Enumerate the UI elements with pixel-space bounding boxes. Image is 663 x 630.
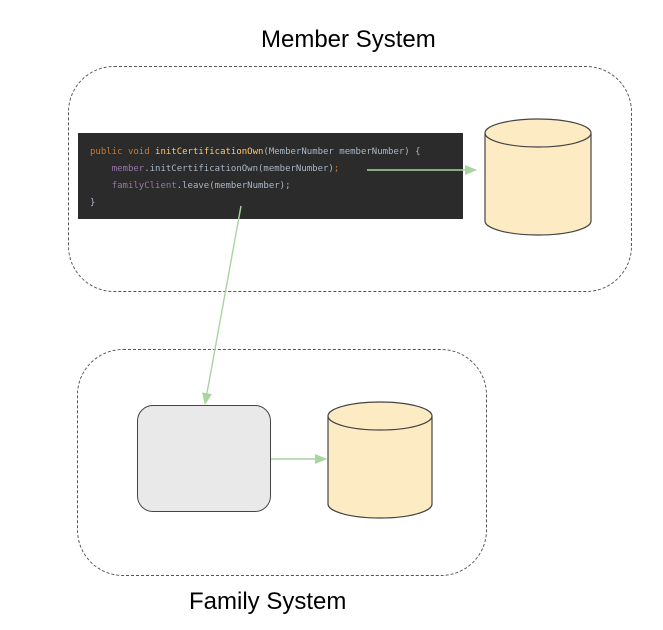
keyword-public: public xyxy=(90,147,123,157)
code-line-family-call: familyClient.leave(memberNumber); xyxy=(90,178,463,195)
family-system-title: Family System xyxy=(189,588,347,615)
keyword-void: void xyxy=(127,147,150,157)
member-database-icon xyxy=(484,118,592,236)
code-line-signature: public void initCertificationOwn(MemberN… xyxy=(90,144,463,161)
code-snippet: public void initCertificationOwn(MemberN… xyxy=(78,133,463,219)
arrow-code-to-family-service xyxy=(202,205,242,405)
family-system-boundary xyxy=(77,349,487,576)
family-service-box xyxy=(137,405,271,512)
closing-brace: } xyxy=(90,198,96,208)
member-call-semicolon: ; xyxy=(333,164,340,174)
member-system-boundary xyxy=(68,66,632,292)
family-client-field: familyClient xyxy=(111,181,177,191)
method-params: (MemberNumber memberNumber) { xyxy=(263,147,421,157)
method-name: initCertificationOwn xyxy=(155,147,264,157)
family-client-call: .leave(memberNumber); xyxy=(176,181,291,191)
member-system-title: Member System xyxy=(261,26,436,53)
code-line-close: } xyxy=(90,195,463,212)
member-call: .initCertificationOwn(memberNumber) xyxy=(144,164,334,174)
member-field: member xyxy=(111,164,145,174)
family-database-icon xyxy=(327,401,433,519)
code-line-member-call: member.initCertificationOwn(memberNumber… xyxy=(90,161,463,178)
